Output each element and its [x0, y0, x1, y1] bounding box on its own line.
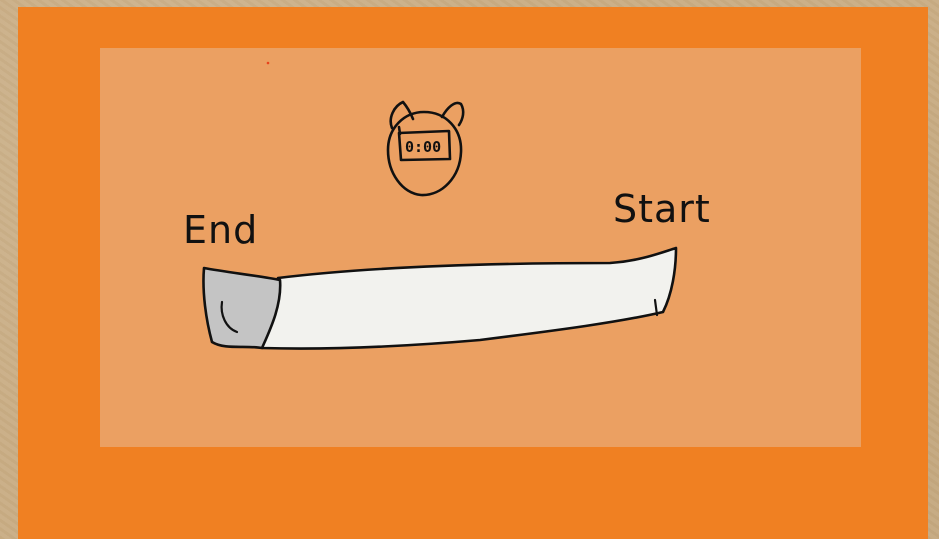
end-label: End [183, 208, 258, 252]
start-label: Start [613, 187, 711, 231]
marker-dot [267, 62, 270, 65]
timer-display: 0:00 [405, 138, 441, 156]
